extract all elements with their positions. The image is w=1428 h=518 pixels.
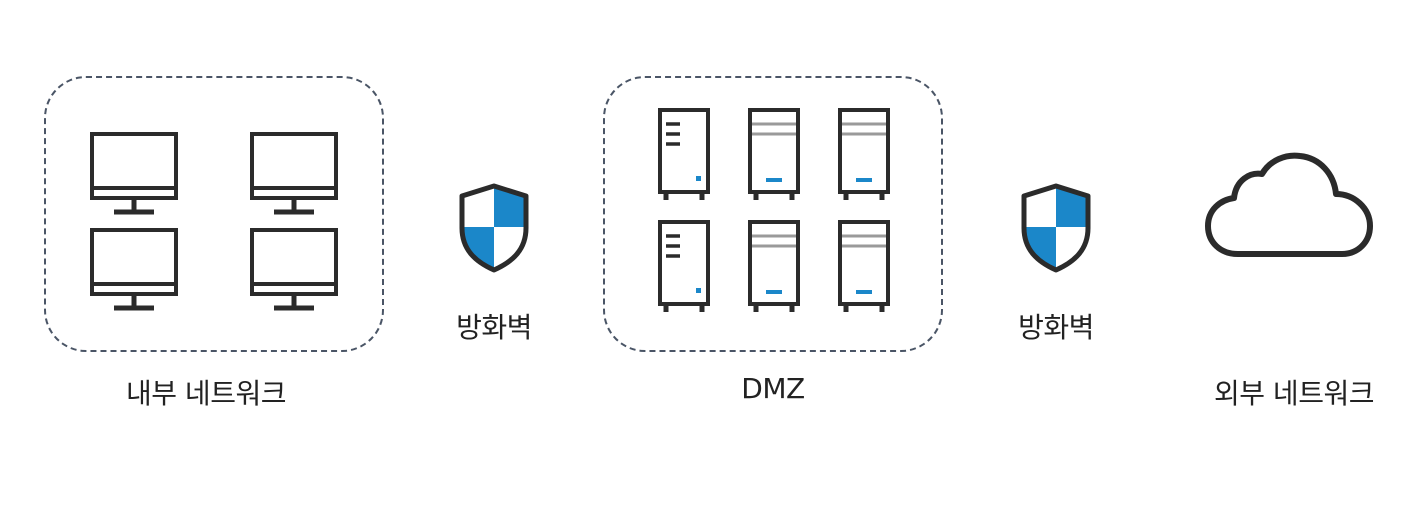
internal-network-label: 내부 네트워크 bbox=[126, 377, 286, 410]
server-icon bbox=[748, 220, 800, 312]
monitor-icon bbox=[90, 132, 178, 215]
monitor-icon bbox=[250, 132, 338, 215]
external-network-label: 외부 네트워크 bbox=[1214, 377, 1374, 410]
cloud-icon bbox=[1205, 152, 1373, 257]
server-icon bbox=[838, 108, 890, 200]
monitor-icon bbox=[250, 228, 338, 311]
dmz-label: DMZ bbox=[741, 372, 805, 405]
server-icon bbox=[658, 220, 710, 312]
shield-icon bbox=[1021, 183, 1091, 273]
shield-icon bbox=[459, 183, 529, 273]
firewall-left-label: 방화벽 bbox=[456, 311, 532, 344]
server-icon bbox=[838, 220, 890, 312]
server-icon bbox=[658, 108, 710, 200]
firewall-right-label: 방화벽 bbox=[1018, 311, 1094, 344]
monitor-icon bbox=[90, 228, 178, 311]
dmz-zone bbox=[603, 76, 943, 352]
internal-network-zone bbox=[44, 76, 384, 352]
server-icon bbox=[748, 108, 800, 200]
